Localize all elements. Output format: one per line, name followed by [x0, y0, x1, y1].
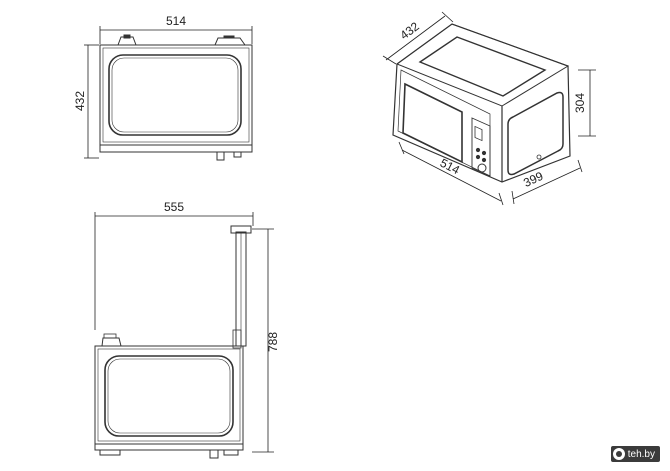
- watermark-text: teh.by: [627, 448, 655, 460]
- side-dims: [94, 212, 274, 453]
- open-height-label: 788: [266, 332, 280, 352]
- watermark-badge: teh.by: [610, 446, 660, 462]
- iso-depth-label: 432: [397, 19, 422, 42]
- iso-control-panel: [471, 117, 491, 177]
- open-depth-label: 555: [164, 200, 184, 214]
- iso-side-label: 399: [521, 169, 545, 190]
- iso-view: [392, 23, 571, 183]
- front-window: [108, 54, 242, 136]
- iso-knob: [477, 163, 487, 173]
- side-body: [94, 345, 244, 445]
- iso-top-panel: [418, 36, 547, 97]
- front-width-label: 514: [166, 14, 186, 28]
- iso-side-panel: [507, 91, 564, 176]
- iso-width-label: 514: [438, 156, 462, 178]
- iso-dims: [382, 11, 596, 206]
- front-body: [99, 44, 253, 146]
- front-dims: [84, 26, 253, 159]
- iso-height-label: 304: [573, 93, 587, 113]
- watermark-logo-icon: [612, 448, 625, 460]
- side-window: [104, 355, 234, 437]
- front-view: [99, 34, 253, 161]
- front-height-label: 432: [73, 91, 87, 111]
- front-feet: [216, 152, 242, 161]
- side-open-view: [94, 225, 252, 459]
- front-base-strip: [99, 144, 253, 153]
- iso-door-window: [402, 82, 463, 164]
